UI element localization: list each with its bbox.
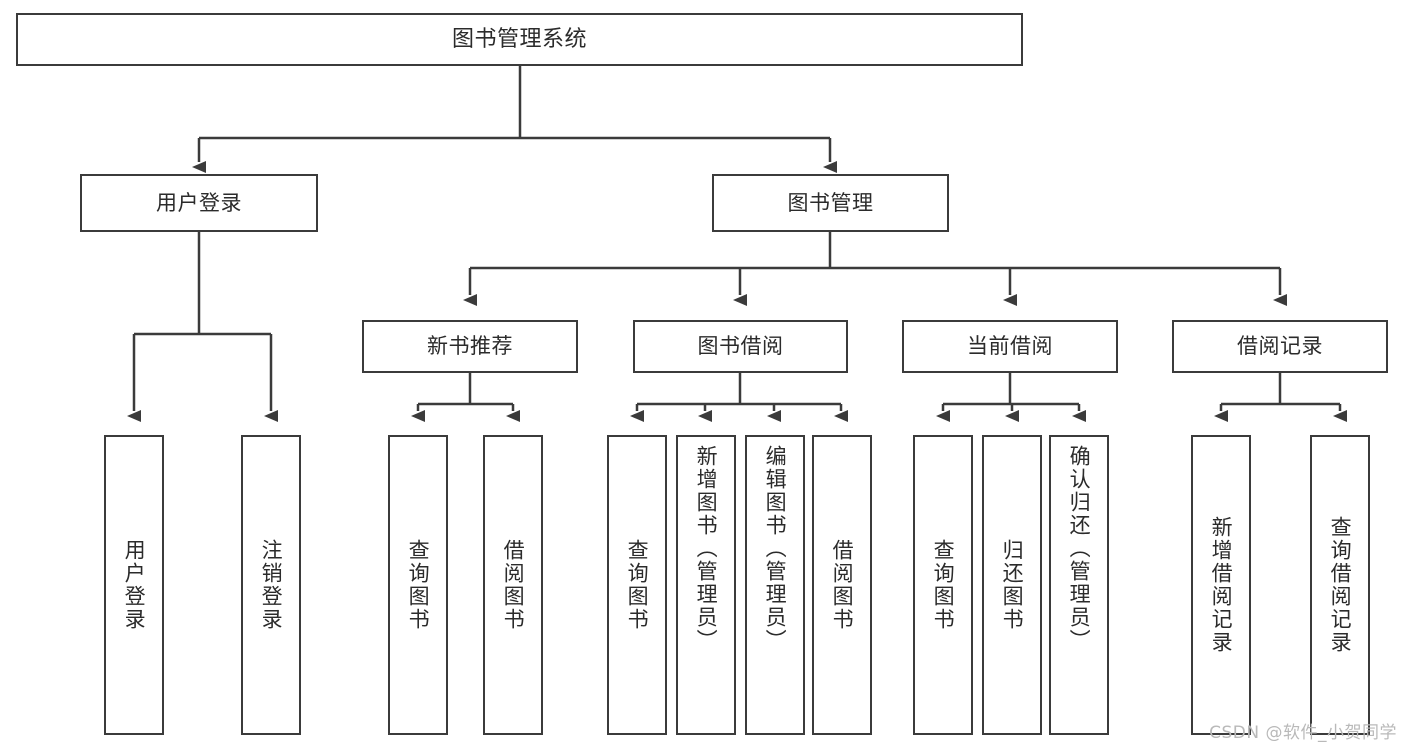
node-label: 借阅图书 (501, 539, 526, 631)
node-label: 借阅图书 (830, 539, 855, 631)
node-leaf-add-book-admin[interactable]: 新增图书（管理员） (676, 435, 736, 735)
node-leaf-user-login[interactable]: 用户登录 (104, 435, 164, 735)
node-leaf-return-book[interactable]: 归还图书 (982, 435, 1042, 735)
node-leaf-logout[interactable]: 注销登录 (241, 435, 301, 735)
node-label: 新增图书（管理员） (694, 445, 719, 652)
node-leaf-edit-book-admin[interactable]: 编辑图书（管理员） (745, 435, 805, 735)
node-book-borrow[interactable]: 图书借阅 (633, 320, 848, 373)
node-label: 用户登录 (122, 539, 147, 631)
node-leaf-borrow-book-borrow[interactable]: 借阅图书 (812, 435, 872, 735)
node-label: 注销登录 (259, 539, 284, 631)
node-label: 查询借阅记录 (1328, 516, 1353, 654)
node-label: 当前借阅 (967, 334, 1053, 359)
node-leaf-query-book-current[interactable]: 查询图书 (913, 435, 973, 735)
node-leaf-add-borrow-record[interactable]: 新增借阅记录 (1191, 435, 1251, 735)
node-label: 查询图书 (931, 539, 956, 631)
node-label: 新增借阅记录 (1209, 516, 1234, 654)
node-label: 借阅记录 (1237, 334, 1323, 359)
node-label: 图书借阅 (697, 334, 784, 359)
node-book-management[interactable]: 图书管理 (712, 174, 949, 232)
node-leaf-borrow-book-newbook[interactable]: 借阅图书 (483, 435, 543, 735)
node-new-book-recommendation[interactable]: 新书推荐 (362, 320, 578, 373)
node-leaf-query-book-newbook[interactable]: 查询图书 (388, 435, 448, 735)
node-label: 归还图书 (1000, 539, 1025, 631)
node-leaf-query-book-borrow[interactable]: 查询图书 (607, 435, 667, 735)
node-label: 新书推荐 (427, 334, 513, 359)
node-label: 编辑图书（管理员） (763, 445, 788, 652)
watermark: CSDN @软件_小贺同学 (1209, 723, 1397, 743)
node-user-login[interactable]: 用户登录 (80, 174, 318, 232)
node-label: 图书管理系统 (451, 26, 587, 52)
node-root-book-management-system[interactable]: 图书管理系统 (16, 13, 1023, 66)
node-label: 图书管理 (787, 190, 874, 215)
node-label: 查询图书 (625, 539, 650, 631)
node-borrow-record[interactable]: 借阅记录 (1172, 320, 1388, 373)
node-label: 用户登录 (156, 190, 242, 215)
node-leaf-confirm-return-admin[interactable]: 确认归还（管理员） (1049, 435, 1109, 735)
node-leaf-query-borrow-record[interactable]: 查询借阅记录 (1310, 435, 1370, 735)
node-label: 确认归还（管理员） (1067, 445, 1092, 652)
node-label: 查询图书 (406, 539, 431, 631)
node-current-borrow[interactable]: 当前借阅 (902, 320, 1118, 373)
